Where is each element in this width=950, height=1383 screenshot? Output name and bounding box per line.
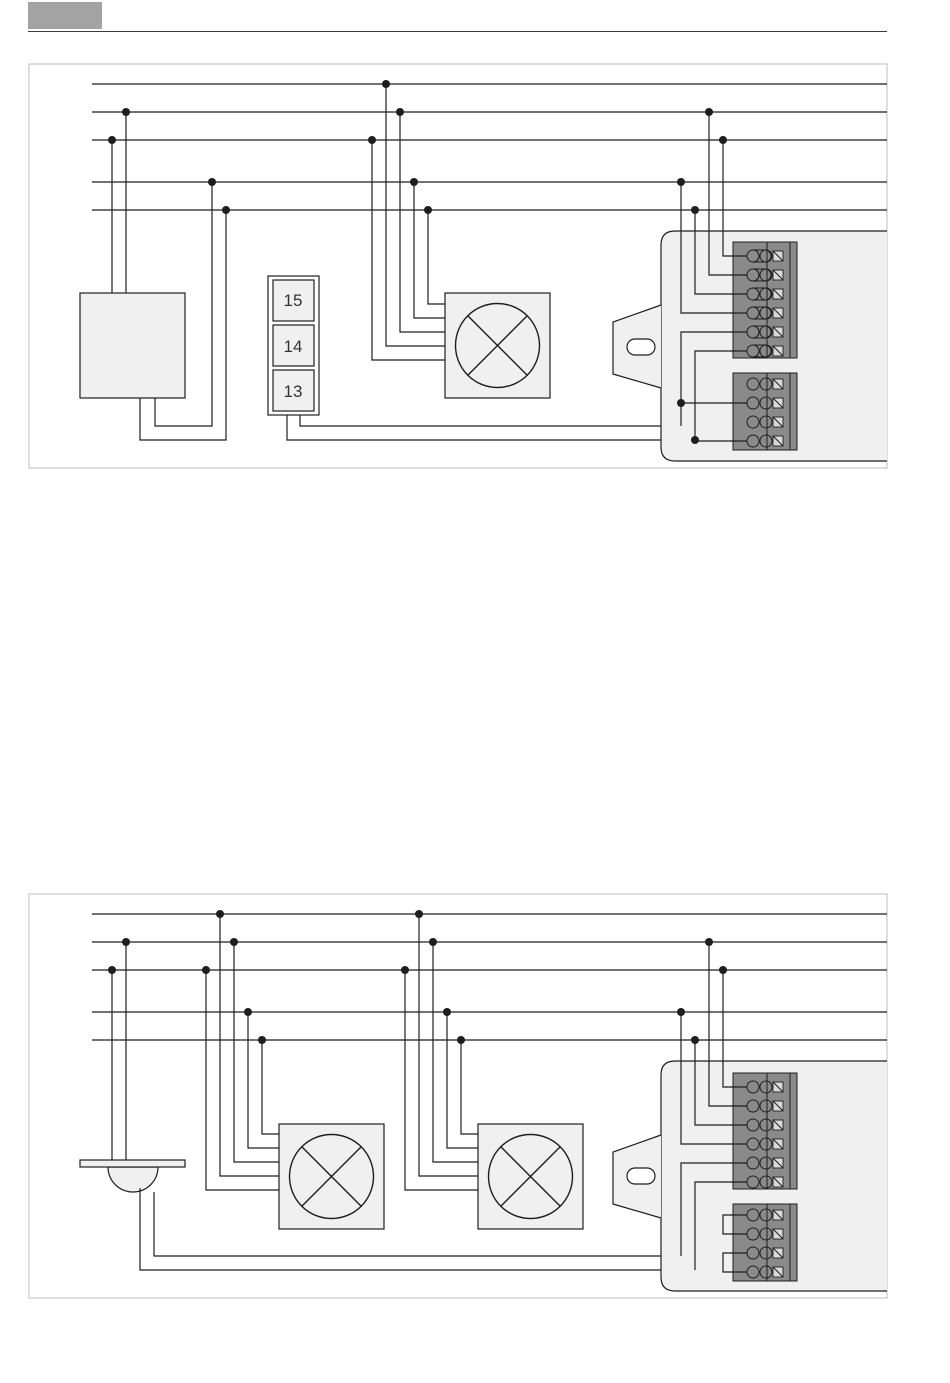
mounting-slot — [627, 1168, 655, 1184]
switch-label-15: 15 — [284, 291, 303, 310]
switch-label-13: 13 — [284, 382, 303, 401]
terminal-block-upper — [733, 242, 797, 358]
switch-label-14: 14 — [284, 337, 303, 356]
switch-module: 15 14 13 — [268, 276, 319, 415]
mounting-slot — [627, 339, 655, 355]
power-supply-box — [80, 293, 185, 398]
terminal-block-lower — [733, 373, 797, 450]
luminaire-1 — [279, 1124, 384, 1229]
diagram-bottom — [29, 894, 887, 1298]
diagram-top: 15 14 13 — [29, 64, 887, 468]
luminaire — [445, 293, 550, 398]
terminal-block-upper — [733, 1073, 797, 1189]
luminaire-2 — [478, 1124, 583, 1229]
